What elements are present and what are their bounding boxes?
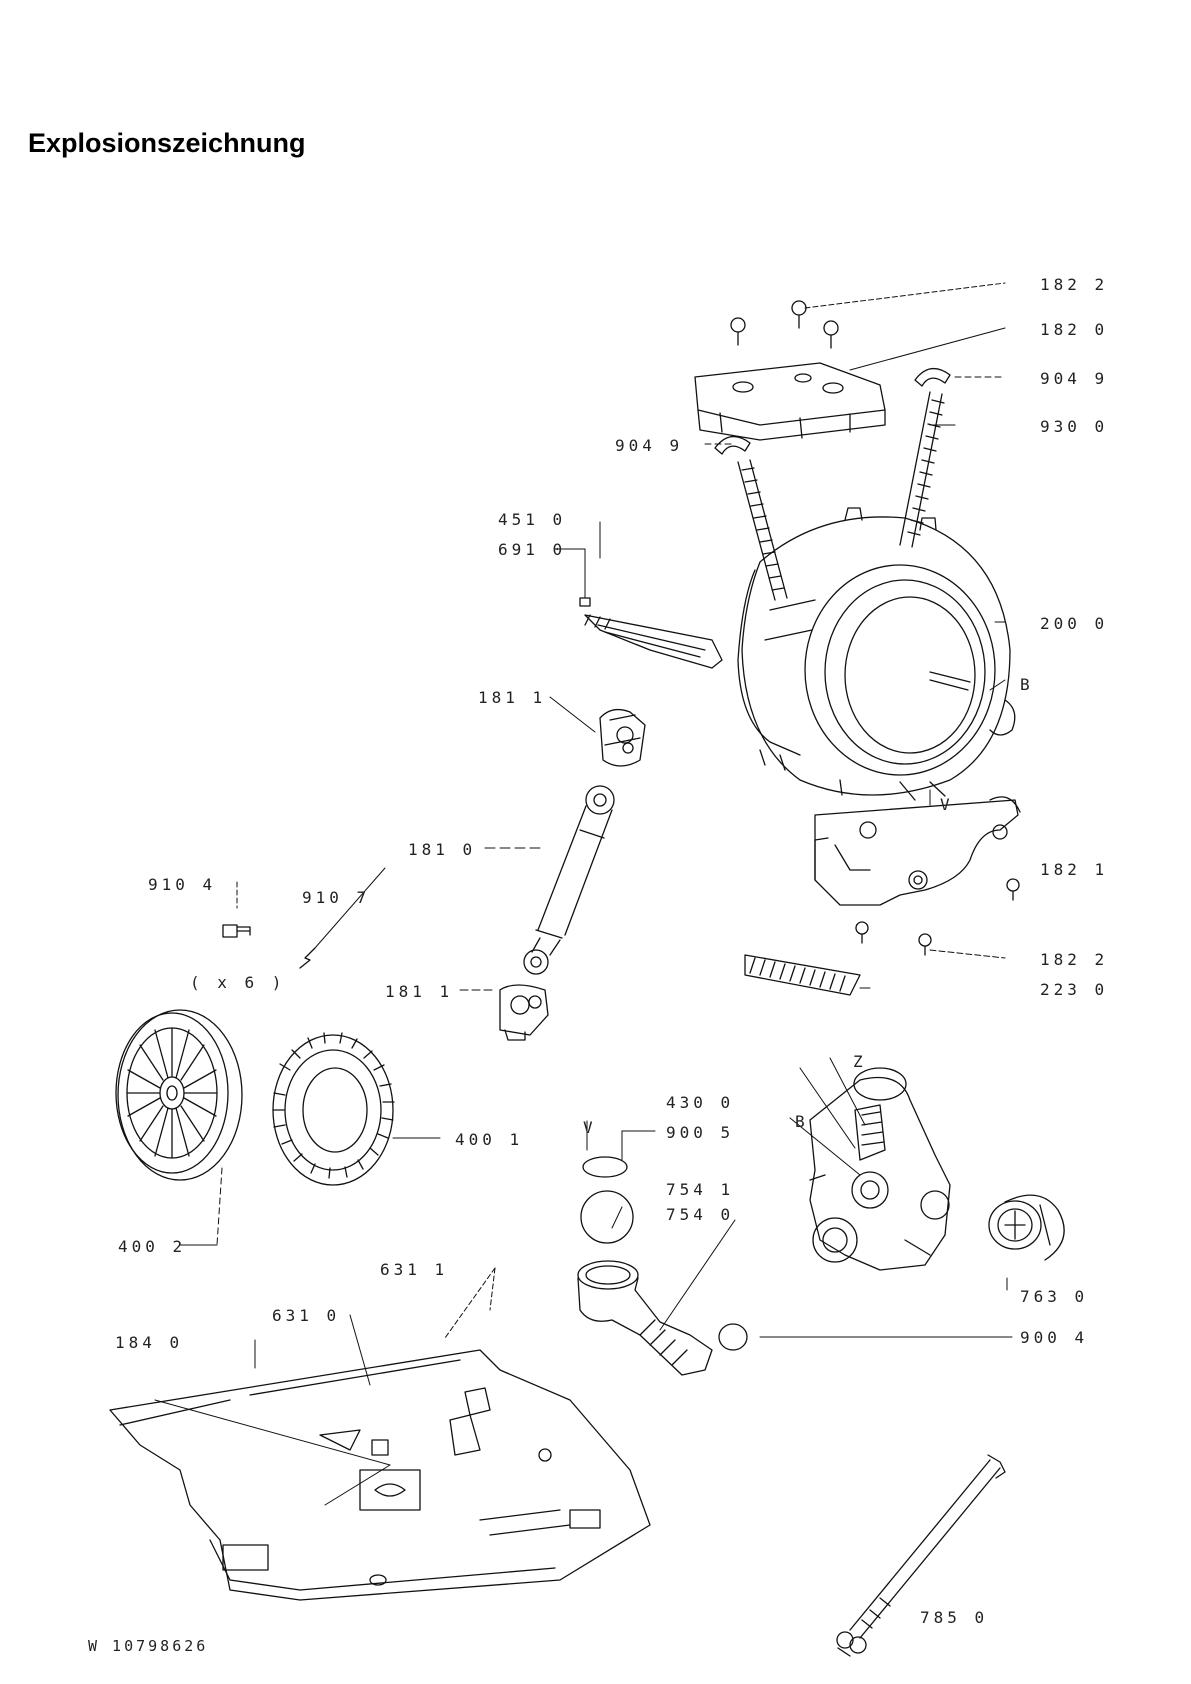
label-631-0: 631 0 [272, 1306, 341, 1325]
label-v-tub: V [940, 795, 954, 814]
top-bracket [695, 363, 885, 440]
leader-lines [155, 283, 1012, 1505]
label-904-9-right: 904 9 [1040, 369, 1109, 388]
rear-bracket [815, 797, 1020, 905]
tub [738, 508, 1015, 800]
drain-pump [810, 1068, 950, 1270]
label-763-0: 763 0 [1020, 1287, 1089, 1306]
bolt-910-4 [223, 925, 250, 937]
label-785-0: 785 0 [920, 1608, 989, 1627]
label-z: Z [853, 1052, 867, 1071]
label-182-1: 182 1 [1040, 860, 1109, 879]
label-223-0: 223 0 [1040, 980, 1109, 999]
label-754-0: 754 0 [666, 1205, 735, 1224]
label-182-0: 182 0 [1040, 320, 1109, 339]
clip-left [715, 437, 750, 454]
clip-right [915, 369, 950, 386]
connector-strip [745, 955, 860, 995]
spring-left [738, 460, 787, 600]
hose-clamp [719, 1324, 747, 1350]
label-691-0: 691 0 [498, 540, 567, 559]
label-b-pump: B [795, 1112, 809, 1131]
label-430-0: 430 0 [666, 1093, 735, 1112]
label-400-1: 400 1 [455, 1130, 524, 1149]
label-181-0: 181 0 [408, 840, 477, 859]
damper-bracket-bottom [500, 985, 548, 1040]
label-181-1-bottom: 181 1 [385, 982, 454, 1001]
label-910-4: 910 4 [148, 875, 217, 894]
document-code: W 10798626 [88, 1637, 209, 1655]
label-181-1-top: 181 1 [478, 688, 547, 707]
label-451-0: 451 0 [498, 510, 567, 529]
screw-910-7 [300, 948, 315, 968]
label-900-4: 900 4 [1020, 1328, 1089, 1347]
label-754-1: 754 1 [666, 1180, 735, 1199]
heater-element [580, 598, 722, 668]
label-v-seal: V [583, 1118, 597, 1137]
label-904-9-left: 904 9 [615, 436, 684, 455]
label-200-0: 200 0 [1040, 614, 1109, 633]
label-900-5: 900 5 [666, 1123, 735, 1142]
label-930-0: 930 0 [1040, 417, 1109, 436]
motor-stator [273, 1033, 394, 1185]
seal-ring [583, 1157, 627, 1177]
pulley-wheel [116, 1010, 242, 1180]
page-title: Explosionszeichnung [28, 128, 306, 158]
label-b-tub: B [1020, 675, 1034, 694]
inlet-hose [837, 1455, 1005, 1656]
screw-top-group [731, 301, 838, 348]
pump-filter [989, 1195, 1064, 1260]
filter-ball [581, 1191, 633, 1243]
screw-mid-group [856, 879, 1019, 955]
base-plate [110, 1350, 650, 1600]
label-184-0: 184 0 [115, 1333, 184, 1352]
label-400-2: 400 2 [118, 1237, 187, 1256]
damper-bracket-top [600, 710, 645, 766]
label-182-2-bottom: 182 2 [1040, 950, 1109, 969]
shock-absorber [524, 786, 614, 974]
label-910-7: 910 7 [302, 888, 371, 907]
sump-hose [578, 1261, 712, 1375]
label-x6: ( x 6 ) [190, 973, 286, 992]
label-182-2-top: 182 2 [1040, 275, 1109, 294]
label-631-1: 631 1 [380, 1260, 449, 1279]
